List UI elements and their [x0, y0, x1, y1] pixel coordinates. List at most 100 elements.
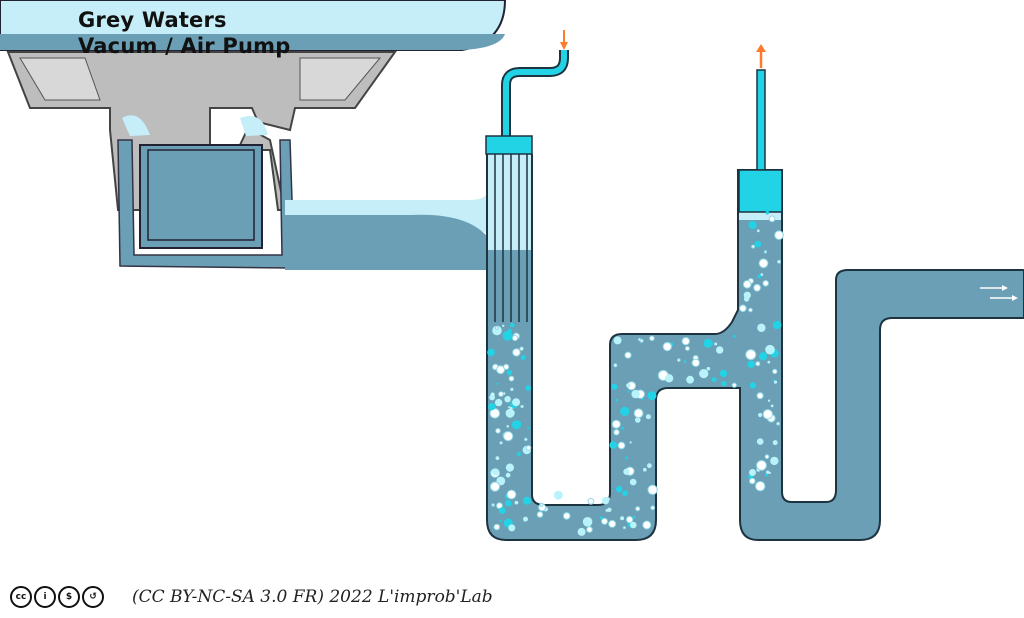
bubble: [719, 369, 728, 378]
bubble: [512, 398, 521, 407]
bubble: [496, 382, 499, 385]
bubble: [711, 377, 717, 382]
bubble: [759, 352, 768, 361]
bubble: [629, 478, 637, 486]
bubble: [767, 399, 771, 402]
bubble: [772, 440, 778, 446]
bubble: [630, 521, 637, 529]
bubble: [494, 326, 499, 330]
bubble: [706, 366, 711, 371]
bubble: [623, 468, 630, 475]
bubble: [763, 250, 768, 254]
bubble: [487, 348, 495, 357]
bubble: [586, 526, 593, 533]
bubble: [649, 335, 655, 342]
bubble: [495, 428, 501, 434]
bubble: [611, 419, 621, 429]
bubble: [751, 244, 756, 249]
bubble: [647, 391, 657, 401]
cc-icon: cc: [10, 586, 32, 608]
bubble: [517, 421, 522, 426]
bubble: [755, 481, 766, 492]
bubble: [757, 274, 762, 279]
bubble: [642, 520, 652, 530]
bubble: [684, 346, 690, 351]
license-text: (CC BY-NC-SA 3.0 FR) 2022 L'improb'Lab: [132, 587, 493, 607]
bubble: [743, 291, 751, 299]
bubble: [756, 438, 764, 445]
bubble: [677, 358, 681, 362]
bubble: [508, 524, 516, 532]
bubble: [733, 334, 736, 338]
bubble: [615, 398, 619, 402]
bubble: [681, 337, 690, 346]
bubble: [498, 507, 506, 514]
bubble: [489, 481, 501, 492]
bubble: [765, 473, 768, 477]
inlet-tube: [485, 50, 569, 322]
bubble: [577, 527, 586, 536]
bubble: [582, 517, 593, 527]
bubble: [765, 344, 775, 355]
bubble: [621, 426, 624, 430]
bubble: [645, 414, 651, 420]
bubble: [494, 398, 503, 407]
bubble: [650, 505, 656, 511]
bubble: [754, 240, 762, 248]
bubble: [758, 258, 769, 269]
bubble: [562, 512, 571, 520]
bubble: [762, 409, 773, 420]
bubble: [757, 323, 764, 330]
bubble: [686, 375, 694, 384]
bubble: [492, 468, 499, 476]
bubble: [493, 523, 501, 531]
license-footer: cc i $ ↺ (CC BY-NC-SA 3.0 FR) 2022 L'imp…: [10, 584, 493, 610]
bubble: [753, 283, 761, 292]
bubble: [664, 374, 674, 383]
bubble: [714, 342, 718, 346]
bubble: [525, 445, 532, 451]
bubble: [745, 349, 757, 361]
bubble: [520, 404, 524, 409]
bubble: [748, 220, 757, 230]
bubble: [505, 408, 515, 418]
bubble: [770, 456, 779, 466]
bubble: [626, 383, 631, 388]
bubble: [539, 502, 544, 507]
air-bubbles: [487, 211, 784, 536]
bubble: [607, 507, 612, 512]
air-outflow-arrow: [756, 44, 766, 68]
bubble: [523, 516, 528, 522]
bubble: [514, 500, 519, 505]
bubble: [527, 426, 530, 430]
bubble: [772, 368, 778, 375]
bubble: [609, 441, 617, 449]
bubble: [755, 361, 761, 367]
outlet-pipe: [285, 185, 490, 270]
bubble: [768, 471, 772, 474]
bubble: [505, 463, 514, 472]
bubble: [498, 391, 504, 397]
bubble: [772, 379, 775, 382]
bubble: [496, 365, 506, 375]
bubble: [510, 387, 514, 391]
bubble: [524, 437, 528, 442]
bubble: [768, 215, 776, 223]
bubble: [766, 470, 770, 474]
bubble: [776, 421, 780, 426]
bubble: [691, 358, 700, 367]
bubble: [756, 229, 760, 233]
bubble: [506, 370, 512, 376]
bubble: [647, 463, 652, 469]
bubble: [765, 211, 770, 215]
bubble: [622, 526, 627, 530]
bubble: [703, 338, 713, 348]
bubble: [643, 467, 647, 472]
bubble: [519, 346, 524, 351]
bubble: [627, 390, 630, 393]
bubble: [633, 408, 644, 419]
bubble: [520, 355, 526, 360]
bubble: [502, 330, 513, 341]
bubble: [613, 429, 620, 436]
bubble: [647, 484, 658, 495]
